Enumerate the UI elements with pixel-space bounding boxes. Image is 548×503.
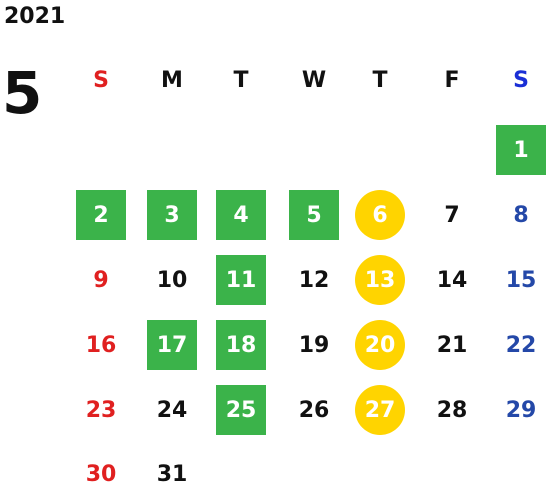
day-cell-20[interactable]: 20 [355,320,405,370]
weekday-tue: T [233,68,249,93]
day-cell-21[interactable]: 21 [436,332,468,358]
day-cell-29[interactable]: 29 [505,397,537,423]
day-cell-4[interactable]: 4 [216,190,266,240]
weekday-sun: S [93,68,109,93]
month-number: 5 [2,59,43,127]
day-cell-16[interactable]: 16 [85,332,117,358]
day-cell-1[interactable]: 1 [496,125,546,175]
day-cell-28[interactable]: 28 [436,397,468,423]
day-cell-12[interactable]: 12 [298,267,330,293]
day-cell-23[interactable]: 23 [85,397,117,423]
weekday-thu: T [372,68,388,93]
day-cell-27[interactable]: 27 [355,385,405,435]
day-cell-10[interactable]: 10 [156,267,188,293]
day-cell-19[interactable]: 19 [298,332,330,358]
day-cell-18[interactable]: 18 [216,320,266,370]
day-cell-14[interactable]: 14 [436,267,468,293]
day-cell-11[interactable]: 11 [216,255,266,305]
day-cell-30[interactable]: 30 [85,461,117,487]
day-cell-22[interactable]: 22 [505,332,537,358]
day-cell-5[interactable]: 5 [289,190,339,240]
day-cell-7[interactable]: 7 [444,202,460,228]
day-cell-6[interactable]: 6 [355,190,405,240]
day-cell-26[interactable]: 26 [298,397,330,423]
day-cell-17[interactable]: 17 [147,320,197,370]
weekday-mon: M [161,68,183,93]
day-cell-8[interactable]: 8 [513,202,529,228]
day-cell-24[interactable]: 24 [156,397,188,423]
day-cell-9[interactable]: 9 [93,267,109,293]
weekday-wed: W [301,68,327,93]
day-cell-31[interactable]: 31 [156,461,188,487]
weekday-fri: F [444,68,460,93]
day-cell-15[interactable]: 15 [505,267,537,293]
weekday-sat: S [513,68,529,93]
day-cell-25[interactable]: 25 [216,385,266,435]
year-label: 2021 [4,4,66,29]
day-cell-3[interactable]: 3 [147,190,197,240]
day-cell-2[interactable]: 2 [76,190,126,240]
day-cell-13[interactable]: 13 [355,255,405,305]
